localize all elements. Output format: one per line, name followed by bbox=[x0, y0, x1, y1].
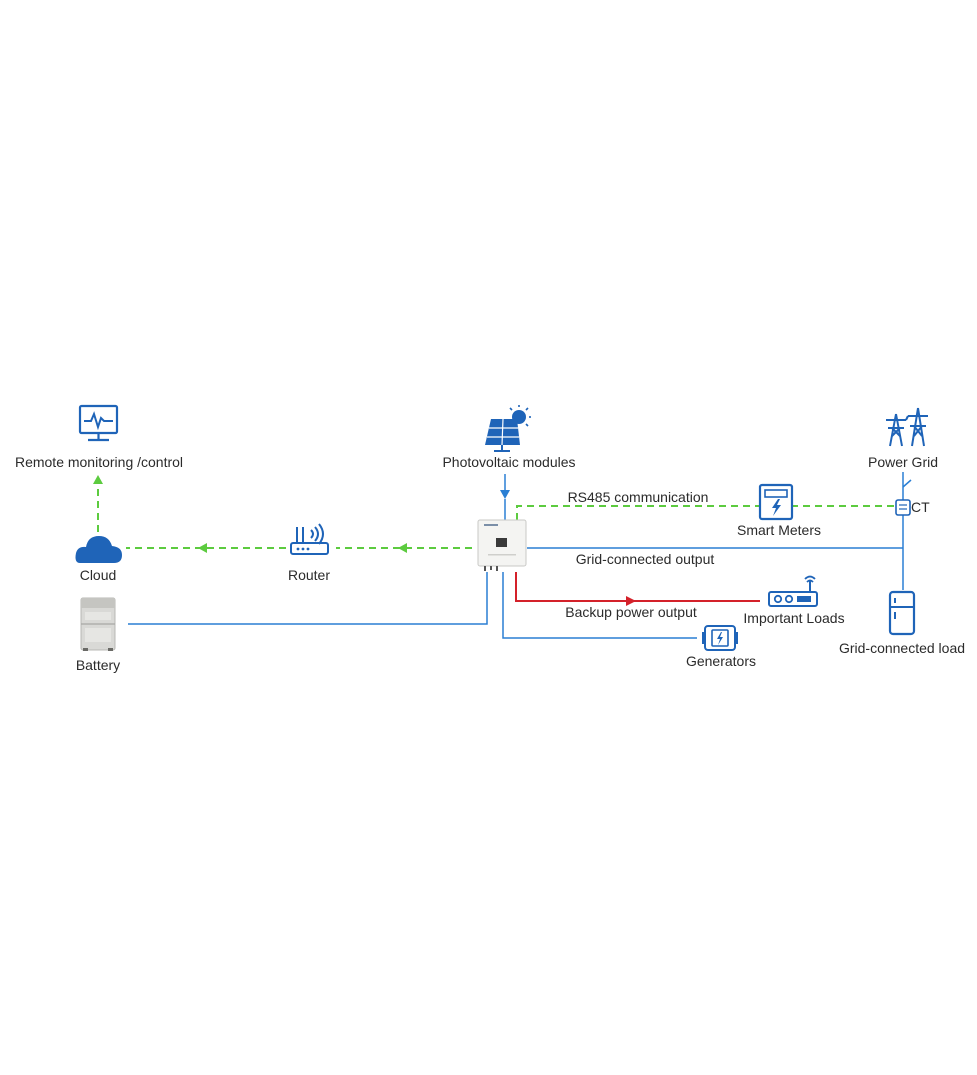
power-tower-icon bbox=[886, 407, 928, 447]
router-label: Router bbox=[288, 567, 330, 583]
grid-connected-load-label: Grid-connected load bbox=[839, 640, 965, 656]
backup-output-arrow bbox=[626, 596, 636, 606]
inverter-icon bbox=[477, 519, 527, 571]
smart-meter-icon bbox=[758, 483, 794, 521]
labels: Remote monitoring /control Cloud Router … bbox=[15, 454, 965, 673]
generator-icon bbox=[702, 625, 738, 651]
refrigerator-icon bbox=[888, 590, 916, 636]
ct-icon bbox=[895, 499, 911, 516]
power-grid-label: Power Grid bbox=[868, 454, 938, 470]
rs485-label: RS485 communication bbox=[568, 489, 709, 505]
router-icon bbox=[290, 523, 329, 555]
solar-panel-icon bbox=[485, 405, 531, 452]
rs485-link bbox=[516, 505, 895, 520]
generators-label: Generators bbox=[686, 653, 756, 669]
cloud-icon bbox=[75, 536, 122, 563]
photovoltaic-label: Photovoltaic modules bbox=[442, 454, 575, 470]
remote-monitoring-label: Remote monitoring /control bbox=[15, 454, 183, 470]
smart-meters-label: Smart Meters bbox=[737, 522, 821, 538]
backup-output-link bbox=[515, 572, 760, 602]
cloud-label: Cloud bbox=[80, 567, 117, 583]
important-loads-label: Important Loads bbox=[743, 610, 844, 626]
grid-branch-tick bbox=[902, 479, 912, 488]
generator-link bbox=[502, 572, 697, 639]
load-device-icon bbox=[768, 575, 818, 607]
inverter-to-router-arrow bbox=[398, 543, 407, 553]
backup-output-label: Backup power output bbox=[565, 604, 697, 620]
ct-label: CT bbox=[911, 499, 930, 515]
battery-icon bbox=[80, 597, 116, 651]
pv-to-inverter-arrow bbox=[500, 490, 510, 499]
cloud-to-monitor-arrow bbox=[93, 475, 103, 484]
battery-link bbox=[128, 572, 488, 625]
grid-output-label: Grid-connected output bbox=[576, 551, 715, 567]
router-to-cloud-arrow bbox=[198, 543, 207, 553]
monitor-icon bbox=[78, 404, 119, 442]
battery-label: Battery bbox=[76, 657, 120, 673]
